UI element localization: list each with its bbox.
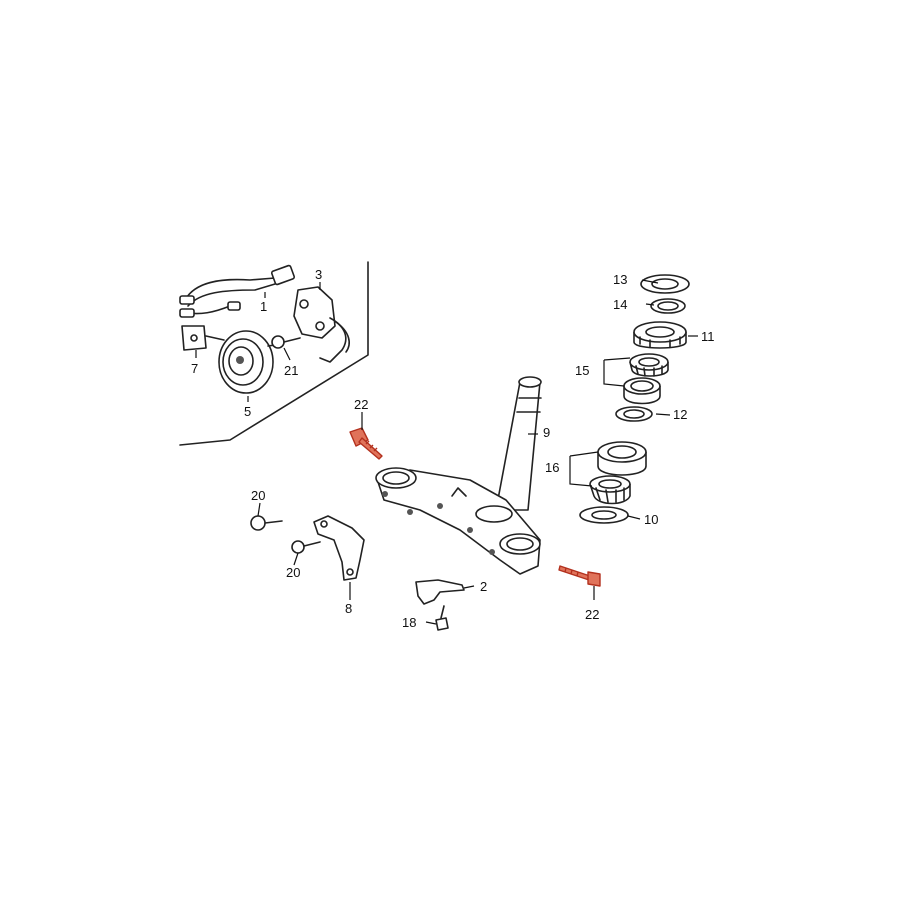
callout-16: 16 bbox=[545, 460, 560, 475]
callout-22-lower: 22 bbox=[585, 607, 600, 622]
part-10-dust-seal bbox=[579, 506, 629, 524]
part-8-bracket bbox=[313, 515, 365, 581]
part-18-bolt bbox=[435, 605, 449, 631]
part-21-bolt bbox=[271, 335, 301, 349]
part-3-bracket bbox=[293, 286, 350, 363]
part-22-pinch-bolt-lower bbox=[558, 565, 601, 587]
callout-8: 8 bbox=[345, 601, 353, 616]
callout-1: 1 bbox=[260, 299, 268, 314]
part-20-screw-b bbox=[291, 540, 321, 554]
callout-2: 2 bbox=[480, 579, 488, 594]
callout-12: 12 bbox=[673, 407, 688, 422]
part-15-upper-bearing bbox=[623, 353, 669, 405]
callout-21: 21 bbox=[284, 363, 299, 378]
callout-15: 15 bbox=[575, 363, 590, 378]
part-1-wire-harness bbox=[179, 264, 296, 318]
part-14-lock-washer bbox=[650, 298, 686, 314]
callout-7: 7 bbox=[191, 361, 199, 376]
part-13-locknut bbox=[640, 274, 690, 294]
callout-22-upper: 22 bbox=[354, 397, 369, 412]
part-20-screw-a bbox=[250, 515, 283, 531]
callout-20b: 20 bbox=[286, 565, 301, 580]
callout-5: 5 bbox=[244, 404, 252, 419]
part-12-dust-seal bbox=[615, 406, 653, 422]
callout-20a: 20 bbox=[251, 488, 266, 503]
callout-9: 9 bbox=[543, 425, 551, 440]
callout-14: 14 bbox=[613, 297, 628, 312]
callout-18: 18 bbox=[402, 615, 417, 630]
part-9-steering-stem bbox=[375, 376, 542, 575]
part-5-horn bbox=[218, 330, 283, 394]
part-22-pinch-bolt-upper bbox=[349, 427, 383, 460]
callout-11: 11 bbox=[701, 329, 715, 344]
part-11-adjusting-nut bbox=[633, 321, 687, 349]
part-2-clamp bbox=[415, 579, 465, 605]
callout-3: 3 bbox=[315, 267, 323, 282]
part-16-lower-bearing bbox=[589, 441, 647, 505]
inset-frame bbox=[179, 261, 369, 446]
callout-10: 10 bbox=[644, 512, 659, 527]
part-7-plate bbox=[181, 325, 225, 351]
leader-lines bbox=[195, 279, 698, 625]
callout-13: 13 bbox=[613, 272, 628, 287]
